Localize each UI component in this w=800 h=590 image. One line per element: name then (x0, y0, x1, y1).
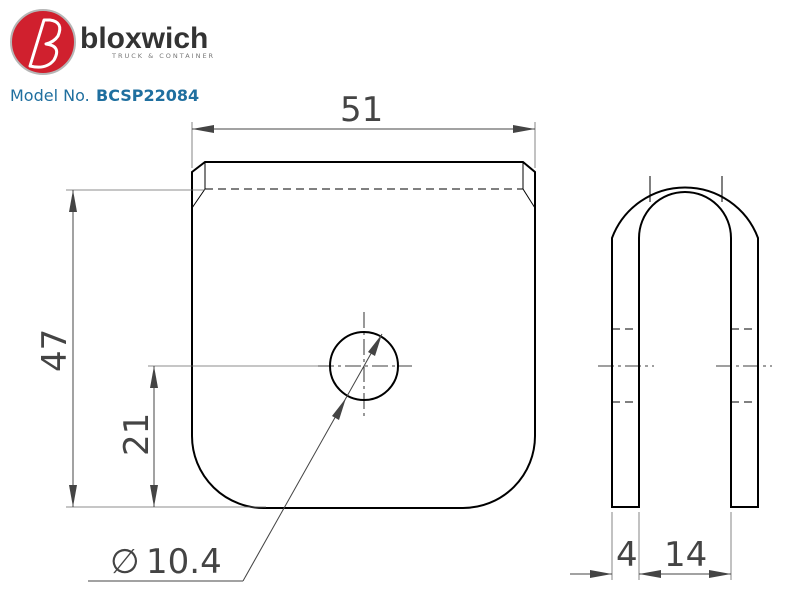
dimension-side: 4 14 (570, 512, 732, 580)
brand-name: bloxwich (80, 22, 208, 55)
hole-diameter-symbol: ∅ (110, 542, 140, 582)
dimension-hole-diameter: ∅ 10.4 (88, 333, 383, 582)
dimension-width: 51 (191, 90, 536, 168)
dimension-height: 47 (35, 189, 266, 508)
chamfer-right-diag (522, 188, 536, 209)
model-label: Model No. (10, 86, 90, 105)
model-number: BCSP22084 (96, 86, 199, 105)
model-number-line: Model No. BCSP22084 (10, 86, 199, 105)
side-view (598, 176, 772, 508)
plate-outline (191, 161, 536, 510)
dimension-thickness-label: 4 (616, 535, 638, 575)
front-view (191, 161, 536, 510)
chamfer-left-diag (191, 188, 206, 209)
brand-logo: bloxwich TRUCK & CONTAINER (10, 9, 215, 75)
dimension-gap-label: 14 (664, 535, 707, 575)
dimension-hole-diameter-label: 10.4 (146, 542, 222, 582)
dimension-hole-height: 21 (117, 365, 318, 507)
brand-tagline: TRUCK & CONTAINER (111, 52, 215, 60)
dimension-hole-height-label: 21 (117, 413, 157, 456)
dimension-width-label: 51 (340, 90, 383, 130)
logo-b-mark-icon (28, 18, 62, 69)
channel-outline (611, 186, 759, 508)
dimension-height-label: 47 (35, 329, 75, 372)
